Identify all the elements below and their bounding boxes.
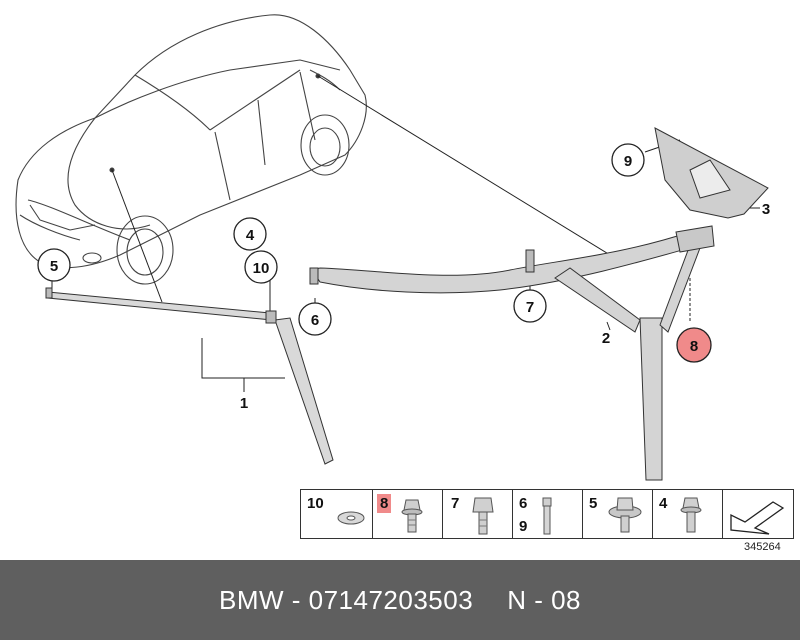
callout-8-highlighted[interactable]: 8 (676, 327, 712, 363)
pin-bolt-icon (542, 497, 552, 535)
drawing-number: 345264 (744, 541, 781, 553)
part-cell-5[interactable]: 5 (583, 490, 653, 538)
part-label-8: 8 (377, 494, 392, 513)
svg-text:5: 5 (50, 258, 58, 275)
part-cell-7[interactable]: 7 (443, 490, 513, 538)
callout-4[interactable]: 4 (233, 217, 267, 251)
svg-text:4: 4 (246, 227, 255, 244)
callout-5[interactable]: 5 (37, 248, 71, 282)
part-label-7: 7 (451, 495, 460, 512)
svg-text:8: 8 (690, 338, 698, 355)
svg-text:3: 3 (762, 201, 770, 218)
callout-9[interactable]: 9 (611, 143, 645, 177)
flange-bolt-icon (401, 499, 423, 533)
bracket-plate-part-9 (654, 127, 769, 219)
part-label-4: 4 (659, 495, 668, 512)
footer-bar: BMW - 07147203503 N - 08 (0, 560, 800, 640)
footer-ref: N - 08 (507, 584, 582, 615)
strut-brace-part-2 (309, 225, 715, 481)
part-cell-10[interactable]: 10 (301, 490, 373, 538)
svg-text:10: 10 (253, 260, 270, 277)
part-cell-8[interactable]: 8 (373, 490, 443, 538)
svg-text:7: 7 (526, 299, 534, 316)
svg-text:6: 6 (311, 312, 319, 329)
hex-bolt-icon (472, 497, 494, 535)
parts-strip: 10 8 7 6 9 5 (300, 489, 794, 539)
callout-1[interactable]: 1 (240, 395, 248, 412)
small-bolt-icon (680, 497, 702, 533)
callout-7[interactable]: 7 (513, 289, 547, 323)
part-cell-reference[interactable] (723, 490, 793, 538)
footer-part-number: BMW - 07147203503 (218, 584, 474, 615)
strut-bar-part-1 (45, 287, 334, 465)
part-cell-6-9[interactable]: 6 9 (513, 490, 583, 538)
part-cell-4[interactable]: 4 (653, 490, 723, 538)
part-label-10: 10 (307, 495, 324, 512)
parts-diagram: 1 2 3 4 10 5 6 7 9 8 (15, 14, 770, 481)
svg-text:9: 9 (624, 153, 632, 170)
collar-bolt-icon (608, 497, 642, 533)
svg-text:1: 1 (240, 395, 248, 412)
part-label-9: 9 (519, 518, 528, 535)
part-label-5: 5 (589, 495, 598, 512)
washer-icon (337, 511, 365, 525)
svg-text:2: 2 (602, 330, 610, 347)
car-outline (15, 14, 367, 285)
callout-6[interactable]: 6 (298, 302, 332, 336)
callout-2[interactable]: 2 (602, 330, 610, 347)
part-label-6: 6 (519, 495, 528, 512)
reference-arrow-icon (730, 501, 785, 535)
callout-3[interactable]: 3 (762, 201, 770, 218)
callout-10-left[interactable]: 10 (244, 250, 278, 284)
